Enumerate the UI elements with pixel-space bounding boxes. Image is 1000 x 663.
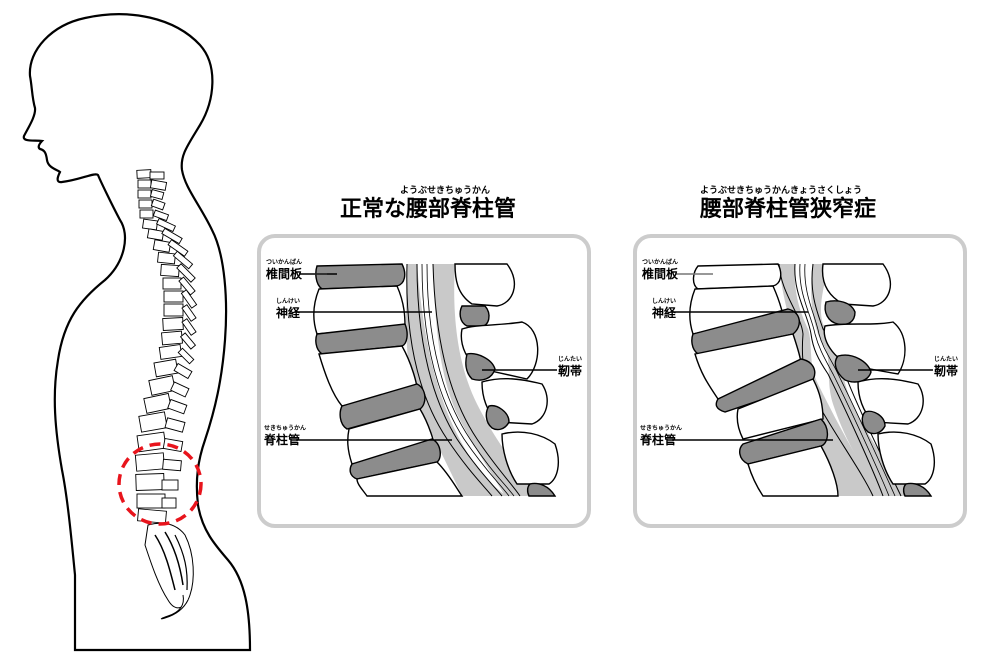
title-text: 腰部脊柱管狭窄症 bbox=[700, 197, 877, 222]
label-canal: せきちゅうかん 脊柱管 bbox=[264, 425, 307, 447]
title-ruby: ようぶせきちゅうかんきょうさくしょう bbox=[700, 186, 863, 196]
body-silhouette bbox=[22, 13, 252, 652]
label-disc: ついかんばん 椎間板 bbox=[642, 259, 679, 281]
panel-title-stenosis: ようぶせきちゅうかんきょうさくしょう 腰部脊柱管狭窄症 bbox=[700, 186, 920, 223]
title-text: 正常な腰部脊柱管 bbox=[340, 197, 517, 222]
label-nerve: しんけい 神経 bbox=[652, 298, 677, 320]
label-disc: ついかんばん 椎間板 bbox=[266, 259, 303, 281]
normal-canal-illustration bbox=[295, 263, 559, 497]
panel-title-normal: ようぶせきちゅうかん 正常な腰部脊柱管 bbox=[330, 186, 530, 223]
lumbar-highlight-circle bbox=[117, 442, 203, 526]
stenosis-canal-illustration bbox=[671, 263, 935, 497]
label-ligament: じんたい 靭帯 bbox=[934, 356, 959, 378]
label-nerve: しんけい 神経 bbox=[276, 298, 301, 320]
label-canal: せきちゅうかん 脊柱管 bbox=[640, 425, 683, 447]
title-ruby: ようぶせきちゅうかん bbox=[400, 186, 491, 196]
label-ligament: じんたい 靭帯 bbox=[558, 356, 583, 378]
